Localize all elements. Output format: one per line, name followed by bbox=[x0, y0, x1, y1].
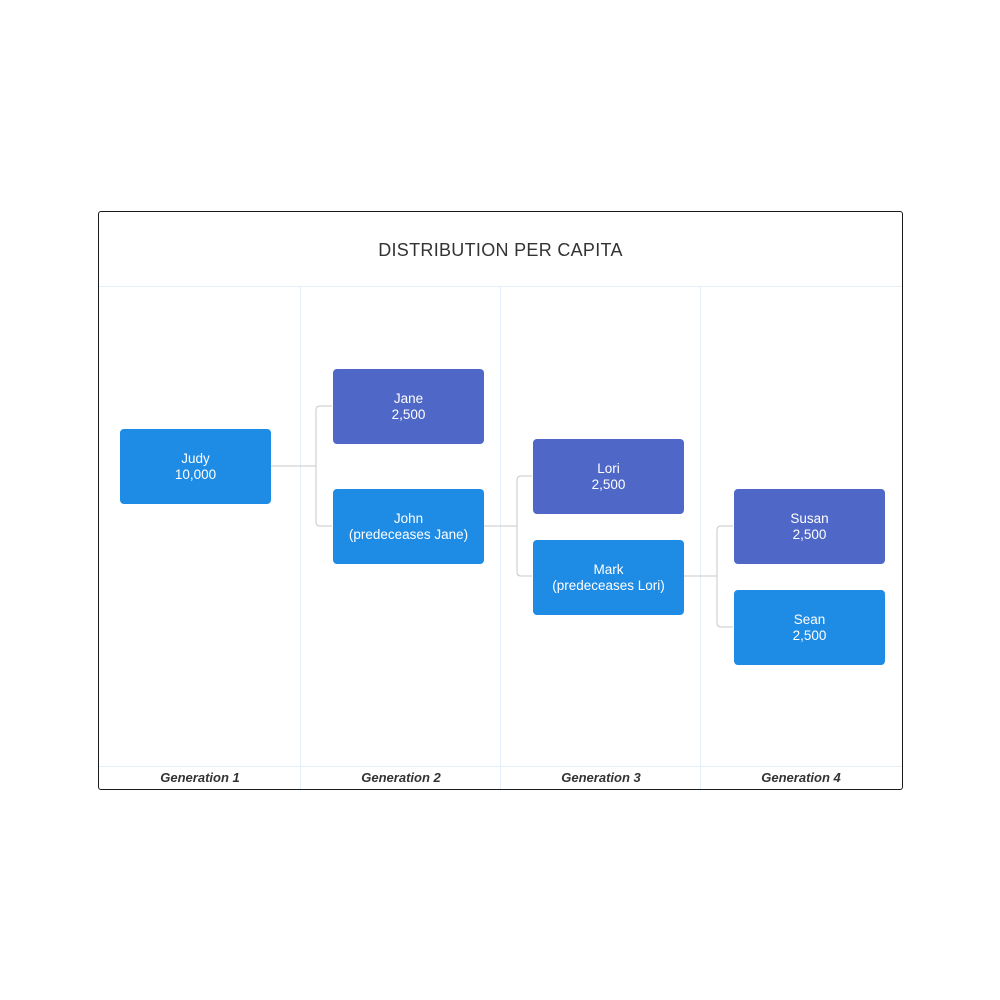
connector-mark-children bbox=[684, 525, 733, 628]
node-susan-value: 2,500 bbox=[792, 526, 827, 542]
connector-john-children bbox=[484, 475, 532, 577]
node-sean[interactable]: Sean 2,500 bbox=[734, 590, 885, 665]
column-divider bbox=[500, 287, 501, 789]
node-jane-name: Jane bbox=[393, 390, 424, 406]
node-susan-name: Susan bbox=[790, 510, 829, 526]
node-judy-value: 10,000 bbox=[174, 466, 217, 482]
diagram-frame: DISTRIBUTION PER CAPITA Generation 1 Gen… bbox=[98, 211, 903, 790]
generation-2-label: Generation 2 bbox=[361, 770, 441, 785]
node-mark[interactable]: Mark (predeceases Lori) bbox=[533, 540, 684, 615]
title-divider bbox=[99, 286, 902, 287]
node-lori[interactable]: Lori 2,500 bbox=[533, 439, 684, 514]
node-mark-value: (predeceases Lori) bbox=[552, 577, 665, 593]
diagram-title: DISTRIBUTION PER CAPITA bbox=[378, 240, 623, 260]
node-susan[interactable]: Susan 2,500 bbox=[734, 489, 885, 564]
node-lori-value: 2,500 bbox=[591, 476, 626, 492]
node-sean-value: 2,500 bbox=[792, 627, 827, 643]
node-mark-name: Mark bbox=[593, 561, 624, 577]
column-divider bbox=[700, 287, 701, 789]
generation-1-label: Generation 1 bbox=[160, 770, 240, 785]
generation-3-label: Generation 3 bbox=[561, 770, 641, 785]
node-judy[interactable]: Judy 10,000 bbox=[120, 429, 271, 504]
node-john[interactable]: John (predeceases Jane) bbox=[333, 489, 484, 564]
node-jane[interactable]: Jane 2,500 bbox=[333, 369, 484, 444]
node-lori-name: Lori bbox=[597, 460, 620, 476]
node-sean-name: Sean bbox=[793, 611, 826, 627]
node-john-value: (predeceases Jane) bbox=[348, 526, 469, 542]
connector-judy-children bbox=[271, 405, 332, 527]
node-jane-value: 2,500 bbox=[391, 406, 426, 422]
column-divider bbox=[300, 287, 301, 789]
connector-lines bbox=[271, 405, 733, 628]
node-john-name: John bbox=[393, 510, 424, 526]
generation-4-label: Generation 4 bbox=[761, 770, 841, 785]
node-judy-name: Judy bbox=[181, 450, 210, 466]
